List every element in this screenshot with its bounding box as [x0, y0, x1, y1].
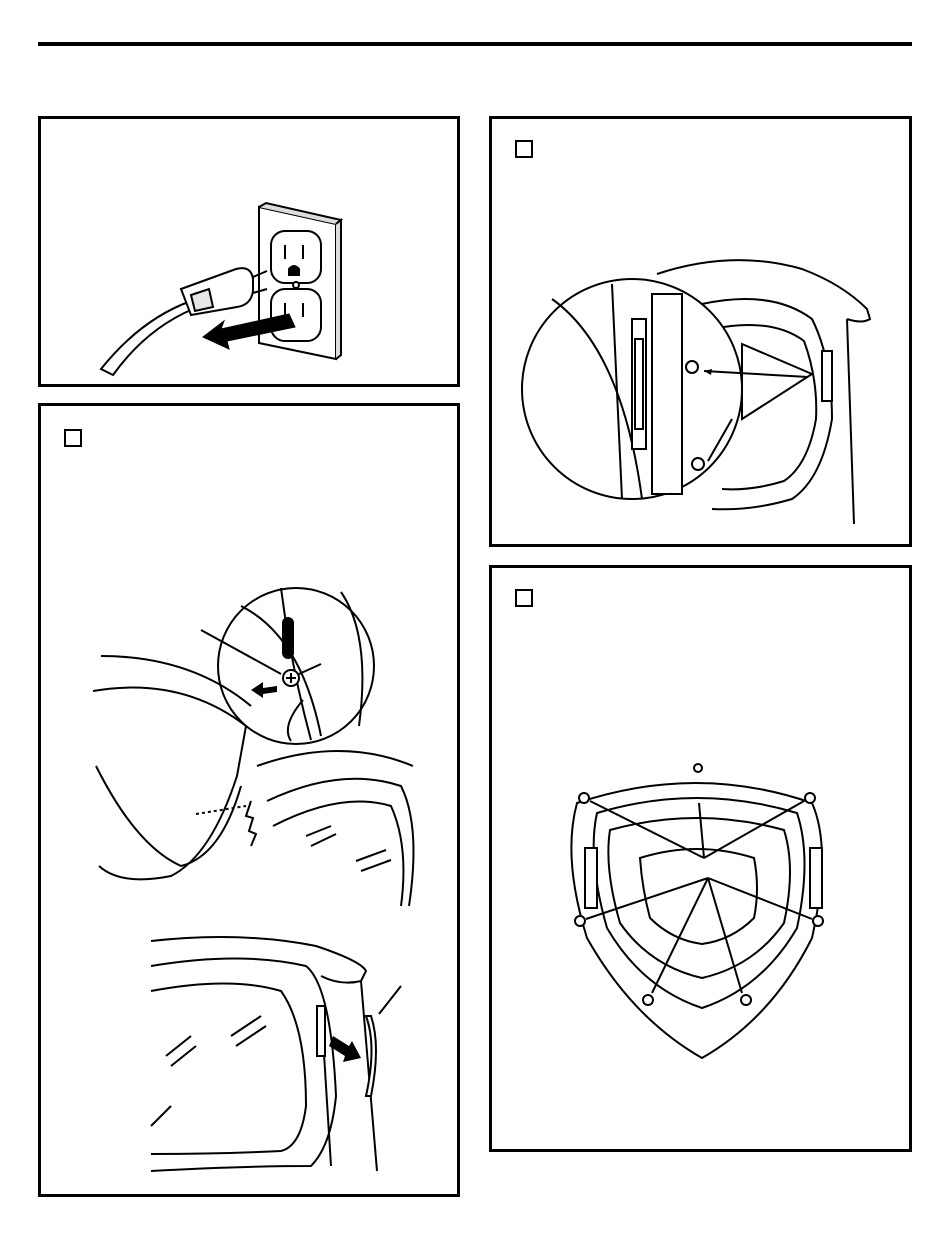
hinge-screws-panel — [489, 116, 912, 547]
header-rule — [38, 42, 912, 46]
unplug-panel — [38, 116, 460, 387]
hinge-magnifier — [522, 279, 812, 499]
door-frame-outline — [571, 783, 822, 1058]
door-frame-screws-panel — [489, 565, 912, 1152]
unplug-illustration — [41, 119, 457, 384]
hinge-screws-illustration — [492, 119, 909, 544]
door-removal-panel — [38, 403, 460, 1197]
detail-magnifier — [218, 588, 374, 744]
door-frame-illustration — [492, 568, 909, 1149]
dryer-lower-view — [151, 937, 401, 1171]
power-plug-icon — [101, 268, 267, 375]
wall-outlet-icon — [259, 203, 341, 359]
door-removal-illustration — [41, 406, 457, 1194]
